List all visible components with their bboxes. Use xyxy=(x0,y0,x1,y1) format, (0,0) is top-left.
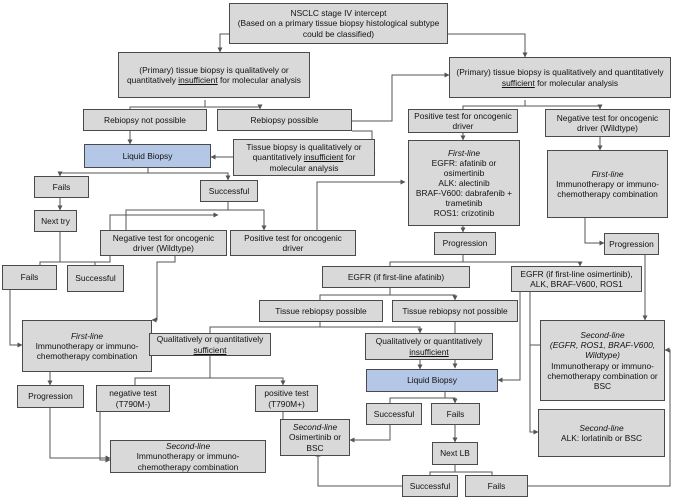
node-first-line-immuno-left: First-line Immunotherapy or immuno-chemo… xyxy=(22,320,152,372)
edge-liquid-successful xyxy=(148,172,231,181)
edge-sufficient-tests xyxy=(462,100,600,109)
edge-tissue-possible-qual xyxy=(209,322,420,333)
node-negative-oncogenic-wt-2: Negative test for oncogenic driver (Wild… xyxy=(100,230,227,256)
node-rebiopsy-not-possible: Rebiopsy not possible xyxy=(83,109,207,131)
node-successful-1: Successful xyxy=(200,180,258,202)
edge-progression-split xyxy=(389,255,580,268)
edge-successful3-osim xyxy=(349,425,391,443)
edge-fails2-firstline xyxy=(9,290,23,348)
node-next-lb: Next LB xyxy=(432,442,478,465)
edge-progression-second-immuno xyxy=(49,408,111,461)
edge-insufficient-rebiopsy xyxy=(129,100,260,109)
edge-successful4-osim xyxy=(315,451,408,487)
edge-immuno-progression xyxy=(584,218,605,246)
node-insufficient-primary: (Primary) tissue biopsy is qualitatively… xyxy=(118,52,310,98)
node-negative-oncogenic-wt-1: Negative test for oncogenic driver (Wild… xyxy=(545,109,670,137)
edge-osimertinib-group-second xyxy=(529,292,540,432)
node-progression-1: Progression xyxy=(434,232,496,255)
node-second-line-wildtype: Second-line (EGFR, ROS1, BRAF-V600, Wild… xyxy=(540,320,665,401)
edge-nexttry-branches xyxy=(39,232,96,265)
node-tissue-insufficient-2: Tissue biopsy is qualitatively or quanti… xyxy=(233,139,375,176)
node-egfr-osimertinib: EGFR (if first-line osimertinib), ALK, B… xyxy=(511,266,642,292)
node-positive-t790m: positive test (T790M+) xyxy=(255,385,318,412)
edge-fails4-second xyxy=(528,347,671,487)
node-first-line-immuno-right: First-line Immunotherapy or immuno-chemo… xyxy=(547,150,668,218)
node-positive-oncogenic-1: Positive test for oncogenic driver xyxy=(408,109,518,133)
node-liquid-biopsy-1: Liquid Biopsy xyxy=(84,144,211,168)
edge-positive2-loop xyxy=(316,179,406,238)
edge-rebiopsy-possible-sufficient xyxy=(352,72,450,122)
node-second-line-alk: Second-line ALK: lorlatinib or BSC xyxy=(538,409,665,457)
node-second-line-immuno: Second-line Immunotherapy or immuno-chem… xyxy=(110,440,266,473)
node-tissue-rebiopsy-possible: Tissue rebiopsy possible xyxy=(259,300,383,322)
node-fails-2: Fails xyxy=(2,265,57,290)
node-successful-4: Successful xyxy=(402,475,458,497)
node-first-line-targeted: First-line EGFR: afatinib or osimertinib… xyxy=(408,140,520,226)
edge-egfr-afatinib-to-liquid xyxy=(497,288,521,383)
node-progression-3: Progression xyxy=(17,385,84,408)
node-fails-4: Fails xyxy=(465,475,528,497)
edge-egfr-rebiopsy xyxy=(319,288,455,300)
node-sufficient-primary: (Primary) tissue biopsy is qualitatively… xyxy=(449,57,671,98)
edge-negative-second-immuno xyxy=(99,412,111,463)
node-next-try: Next try xyxy=(34,210,77,232)
edge-qual-sufficient-tests xyxy=(134,356,283,385)
edge-liquid-fails xyxy=(57,168,149,177)
edge-negative-firstline xyxy=(151,256,176,323)
node-qual-insufficient: Qualitatively or quantitatively insuffic… xyxy=(365,333,493,360)
node-liquid-biopsy-2: Liquid Biopsy xyxy=(366,369,498,392)
edge-successful-branches xyxy=(125,202,264,230)
node-successful-3: Successful xyxy=(366,403,422,425)
node-qual-sufficient: Qualitatively or quantitatively sufficie… xyxy=(149,333,271,356)
edge-liquid-branches xyxy=(389,392,455,403)
node-fails-1: Fails xyxy=(34,176,89,198)
node-fails-3: Fails xyxy=(431,403,480,425)
node-progression-2: Progression xyxy=(604,233,659,255)
node-rebiopsy-possible: Rebiopsy possible xyxy=(217,109,352,131)
node-positive-oncogenic-2: Positive test for oncogenic driver xyxy=(230,230,356,256)
node-successful-2: Successful xyxy=(67,265,124,292)
node-intercept: NSCLC stage IV intercept (Based on a pri… xyxy=(229,3,448,44)
node-tissue-rebiopsy-not-possible: Tissue rebiopsy not possible xyxy=(392,300,518,322)
edge-nextlb-branches xyxy=(429,465,493,475)
node-second-line-osimertinib: Second-line Osimertinib or BSC xyxy=(280,419,350,456)
node-egfr-afatinib: EGFR (if first-line afatinib) xyxy=(322,266,470,288)
node-negative-t790m: negative test (T790M-) xyxy=(96,385,170,412)
